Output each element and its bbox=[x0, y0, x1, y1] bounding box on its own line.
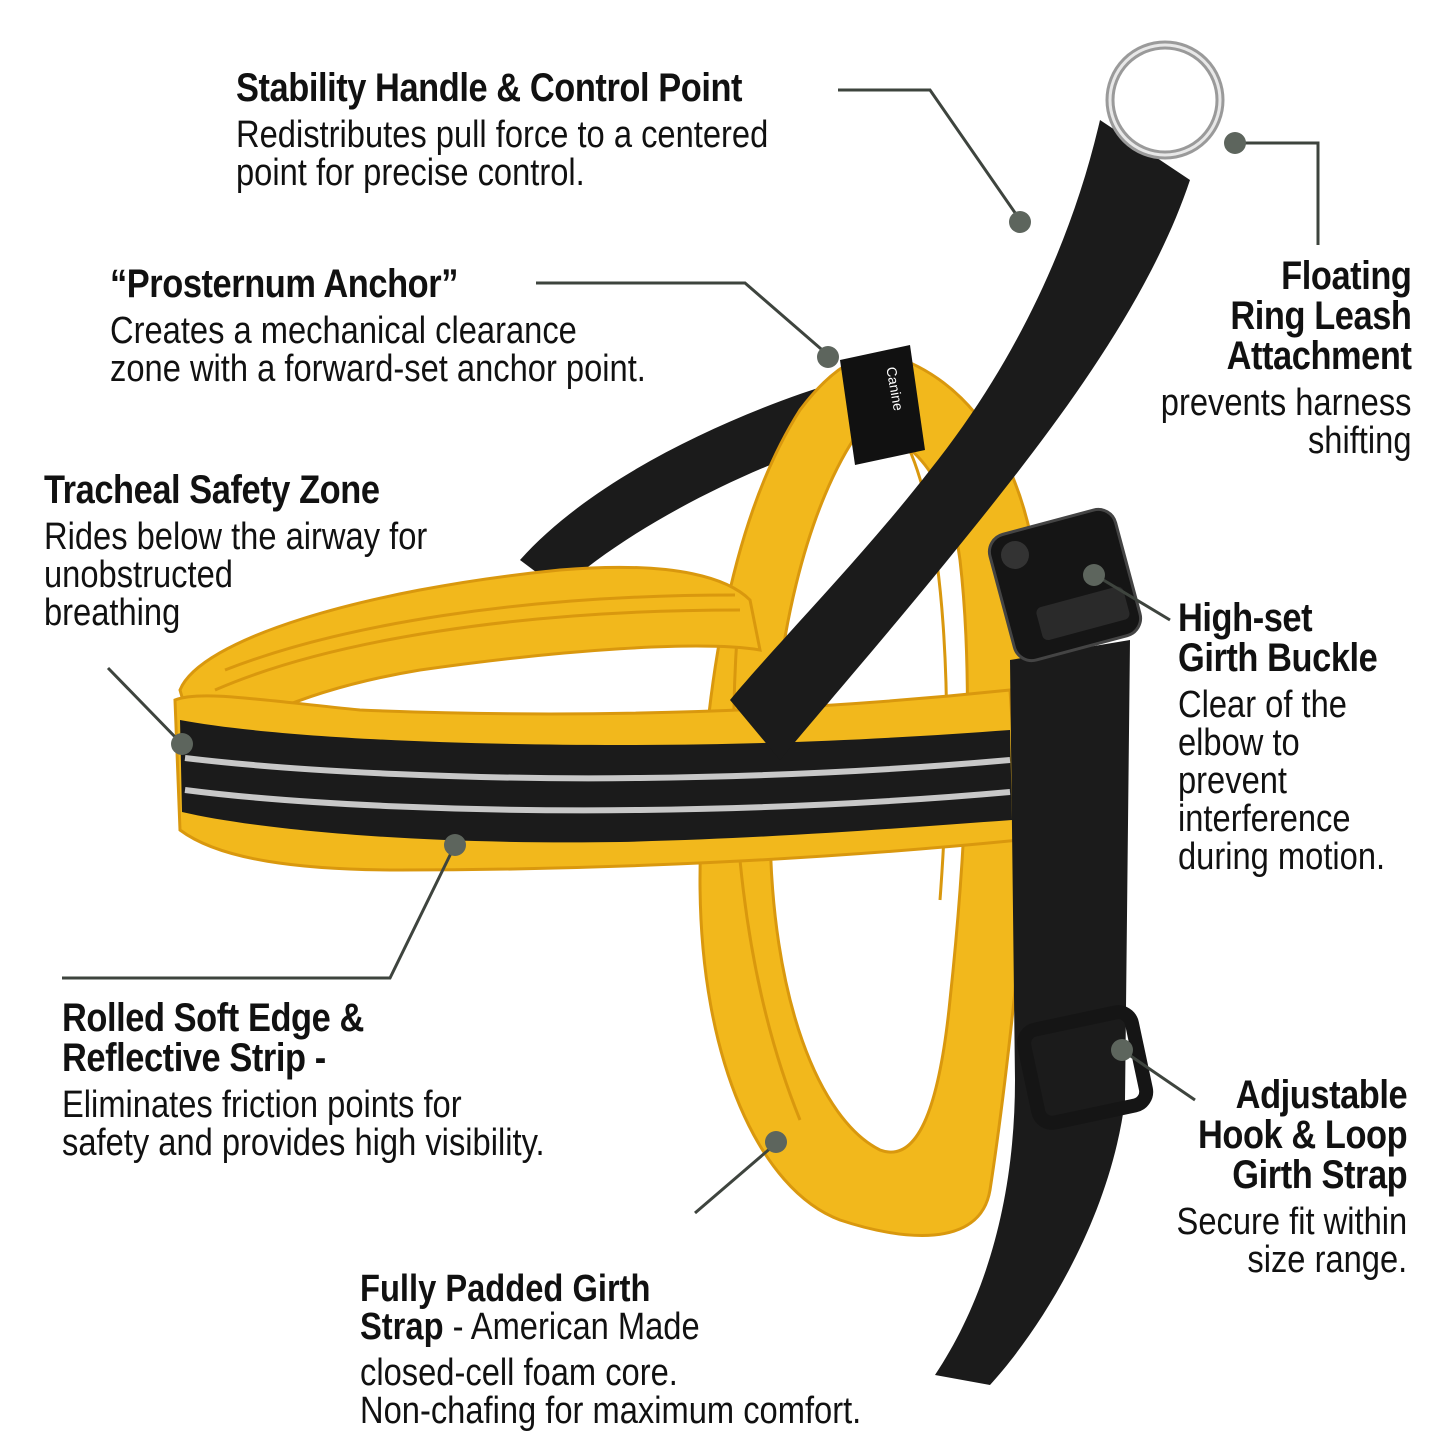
callout-rolled-edge-body: Eliminates friction points for safety an… bbox=[62, 1084, 545, 1164]
reflective-strip-line-1 bbox=[184, 755, 1011, 782]
callout-padded-girth-body: closed-cell foam core. Non-chafing for m… bbox=[360, 1352, 862, 1432]
callout-hook-loop: Adjustable Hook & Loop Girth Strap Secur… bbox=[1139, 1075, 1407, 1279]
callout-girth-buckle-title: High-set Girth Buckle bbox=[1178, 596, 1378, 680]
callout-padded-girth: Fully Padded Girth Strap - American Made… bbox=[360, 1232, 943, 1430]
girth-strap-vertical bbox=[935, 640, 1130, 1385]
callout-girth-buckle-body: Clear of the elbow to prevent interferen… bbox=[1178, 684, 1386, 878]
callout-hook-loop-body: Secure fit within size range. bbox=[1176, 1201, 1407, 1281]
leader-prosternum bbox=[536, 281, 829, 357]
callout-prosternum: “Prosternum Anchor” Creates a mechanical… bbox=[110, 264, 733, 388]
callout-girth-buckle: High-set Girth Buckle Clear of the elbow… bbox=[1178, 598, 1419, 876]
callout-padded-girth-title: Fully Padded Girth Strap bbox=[360, 1268, 651, 1348]
callout-rolled-edge-title: Rolled Soft Edge & Reflective Strip - bbox=[62, 996, 364, 1080]
leader-tracheal bbox=[106, 666, 182, 744]
callout-floating-ring-title: Floating Ring Leash Attachment bbox=[1226, 254, 1411, 378]
callout-stability: Stability Handle & Control Point Redistr… bbox=[236, 68, 855, 192]
callout-padded-girth-inline: - American Made bbox=[443, 1306, 700, 1348]
callout-prosternum-body: Creates a mechanical clearance zone with… bbox=[110, 310, 646, 390]
callout-floating-ring-body: prevents harness shifting bbox=[1160, 382, 1411, 462]
callout-stability-title: Stability Handle & Control Point bbox=[236, 66, 743, 110]
callout-tracheal-title: Tracheal Safety Zone bbox=[44, 468, 380, 512]
callout-rolled-edge: Rolled Soft Edge & Reflective Strip - El… bbox=[62, 998, 623, 1162]
callout-hook-loop-title: Adjustable Hook & Loop Girth Strap bbox=[1197, 1073, 1408, 1197]
brand-tag-text: Canine bbox=[883, 365, 906, 412]
leader-rolled-edge bbox=[62, 844, 457, 980]
leader-buckle bbox=[1094, 573, 1171, 622]
callout-tracheal: Tracheal Safety Zone Rides below the air… bbox=[44, 470, 490, 632]
callout-tracheal-body: Rides below the airway for unobstructed … bbox=[44, 516, 428, 634]
hook-loop-slider bbox=[1017, 1005, 1154, 1130]
leader-stability bbox=[838, 88, 1022, 221]
callout-stability-body: Redistributes pull force to a centered p… bbox=[236, 114, 769, 194]
chest-strap bbox=[730, 120, 1190, 760]
callout-floating-ring: Floating Ring Leash Attachment prevents … bbox=[1120, 254, 1411, 462]
leader-padded-girth bbox=[694, 1138, 781, 1215]
leader-hook-loop bbox=[1121, 1048, 1196, 1102]
reflective-strip-line-2 bbox=[184, 787, 1011, 814]
callout-prosternum-title: “Prosternum Anchor” bbox=[110, 262, 458, 306]
girth-padding bbox=[178, 565, 762, 764]
brand-tag bbox=[840, 345, 925, 465]
leader-floating-ring bbox=[1237, 141, 1320, 245]
